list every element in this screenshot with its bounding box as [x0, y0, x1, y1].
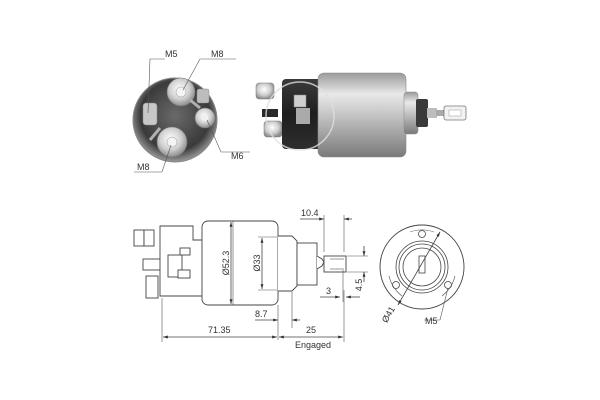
label-m8-bottom-terminal: M8 [137, 162, 150, 172]
dim-body-length: 71.35 [208, 325, 231, 335]
label-flange-thread: M5 [425, 316, 438, 326]
label-m6-terminal: M6 [231, 151, 244, 161]
dim-plunger-housing-diameter: Ø33 [252, 254, 262, 271]
dim-stroke: 25 [306, 325, 316, 335]
dim-eye-length: 10.4 [301, 208, 319, 218]
label-m8-top-terminal: M8 [211, 49, 224, 59]
photo-side-view [255, 72, 467, 158]
dim-stroke-note: Engaged [295, 340, 331, 350]
technical-side-drawing: Ø52.3 Ø33 10.4 4.5 3 8.7 71.35 [133, 208, 368, 350]
dim-housing-diameter: Ø52.3 [221, 251, 231, 276]
dim-eye-slot: 3 [326, 286, 331, 296]
dim-offset: 8.7 [255, 309, 268, 319]
label-m5-terminal: M5 [165, 49, 178, 59]
dim-bolt-circle: Ø41 [380, 305, 397, 325]
technical-flange-drawing: Ø41 M5 [379, 224, 465, 326]
dim-eye-width: 4.5 [354, 279, 364, 292]
photo-end-view: M5 M8 M8 M6 [132, 49, 250, 173]
